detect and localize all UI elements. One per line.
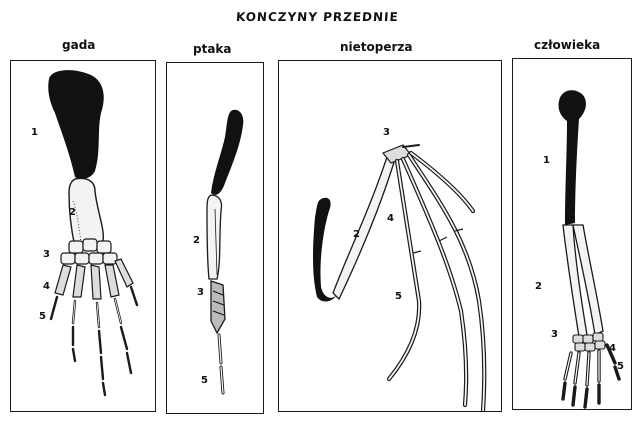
label-human-5: 5 (617, 361, 624, 372)
label-reptile-3: 3 (43, 249, 50, 260)
label-bat-3: 3 (383, 127, 390, 138)
label-human-4: 4 (609, 343, 616, 354)
human-forelimb-drawing (513, 59, 631, 409)
label-reptile-1: 1 (31, 127, 38, 138)
panel-label-reptile: gada (62, 38, 95, 52)
panel-bat-forelimb: 3 2 4 5 (278, 60, 502, 412)
panel-label-human: człowieka (534, 38, 600, 52)
label-bird-5: 5 (201, 375, 208, 386)
label-human-2: 2 (535, 281, 542, 292)
label-bat-5: 5 (395, 291, 402, 302)
label-reptile-2: 2 (69, 207, 76, 218)
label-human-1: 1 (543, 155, 550, 166)
panel-bird-forelimb: 2 3 5 (166, 62, 264, 414)
bat-forelimb-drawing (279, 61, 501, 411)
label-reptile-4: 4 (43, 281, 50, 292)
panel-human-forelimb: 1 2 3 4 5 (512, 58, 632, 410)
label-reptile-5: 5 (39, 311, 46, 322)
figure-title: KONCZYNY PRZEDNIE (236, 10, 437, 24)
label-bird-2: 2 (193, 235, 200, 246)
label-bat-4: 4 (387, 213, 394, 224)
reptile-forelimb-drawing (11, 61, 155, 411)
label-bat-2: 2 (353, 229, 360, 240)
panel-label-bat: nietoperza (340, 40, 413, 54)
label-human-3: 3 (551, 329, 558, 340)
panel-reptile-forelimb: 1 2 3 4 5 (10, 60, 156, 412)
bird-forelimb-drawing (167, 63, 263, 413)
label-bird-3: 3 (197, 287, 204, 298)
panel-label-bird: ptaka (193, 42, 232, 56)
